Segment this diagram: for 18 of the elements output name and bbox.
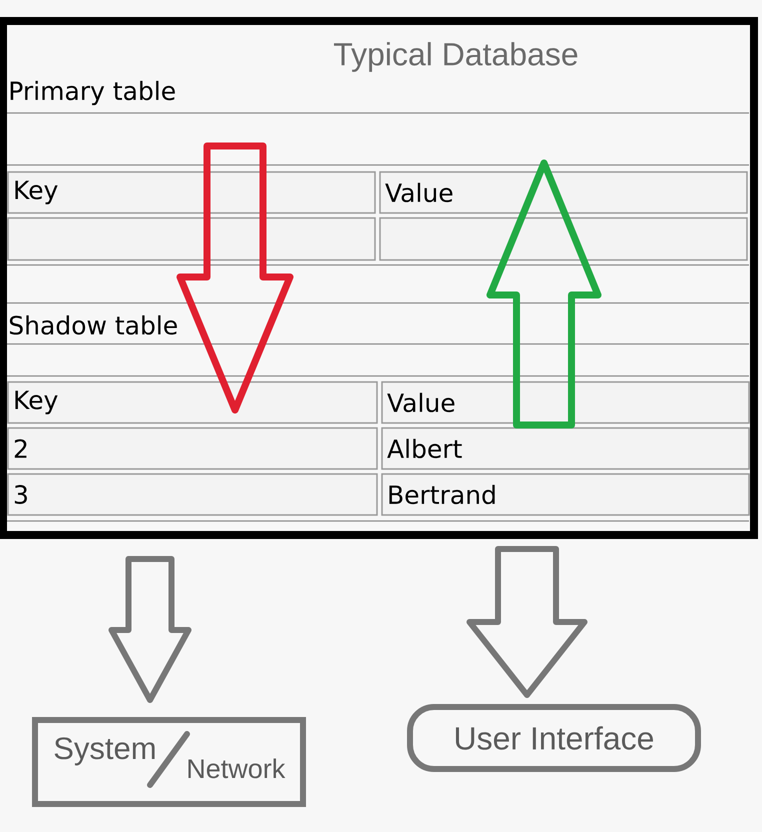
table-cell: Key <box>7 381 378 424</box>
table-cell: Albert <box>381 427 750 470</box>
table-cell: Value <box>379 171 748 214</box>
table-cell: Bertrand <box>381 473 750 516</box>
arrow <box>108 556 192 703</box>
rounded-box: User Interface <box>407 704 701 772</box>
table-cell <box>379 217 748 261</box>
arrow <box>176 142 294 414</box>
table-cell: Key <box>7 171 376 214</box>
table-cell <box>7 217 376 261</box>
table-heading: Shadow table <box>10 315 177 335</box>
arrow <box>486 160 602 428</box>
table-cell: 2 <box>7 427 378 470</box>
table-heading: Primary table <box>10 80 175 106</box>
arrow <box>466 546 588 698</box>
table-cell: 3 <box>7 473 378 516</box>
process-box: System Network <box>32 717 306 807</box>
table-cell: Value <box>381 381 750 424</box>
